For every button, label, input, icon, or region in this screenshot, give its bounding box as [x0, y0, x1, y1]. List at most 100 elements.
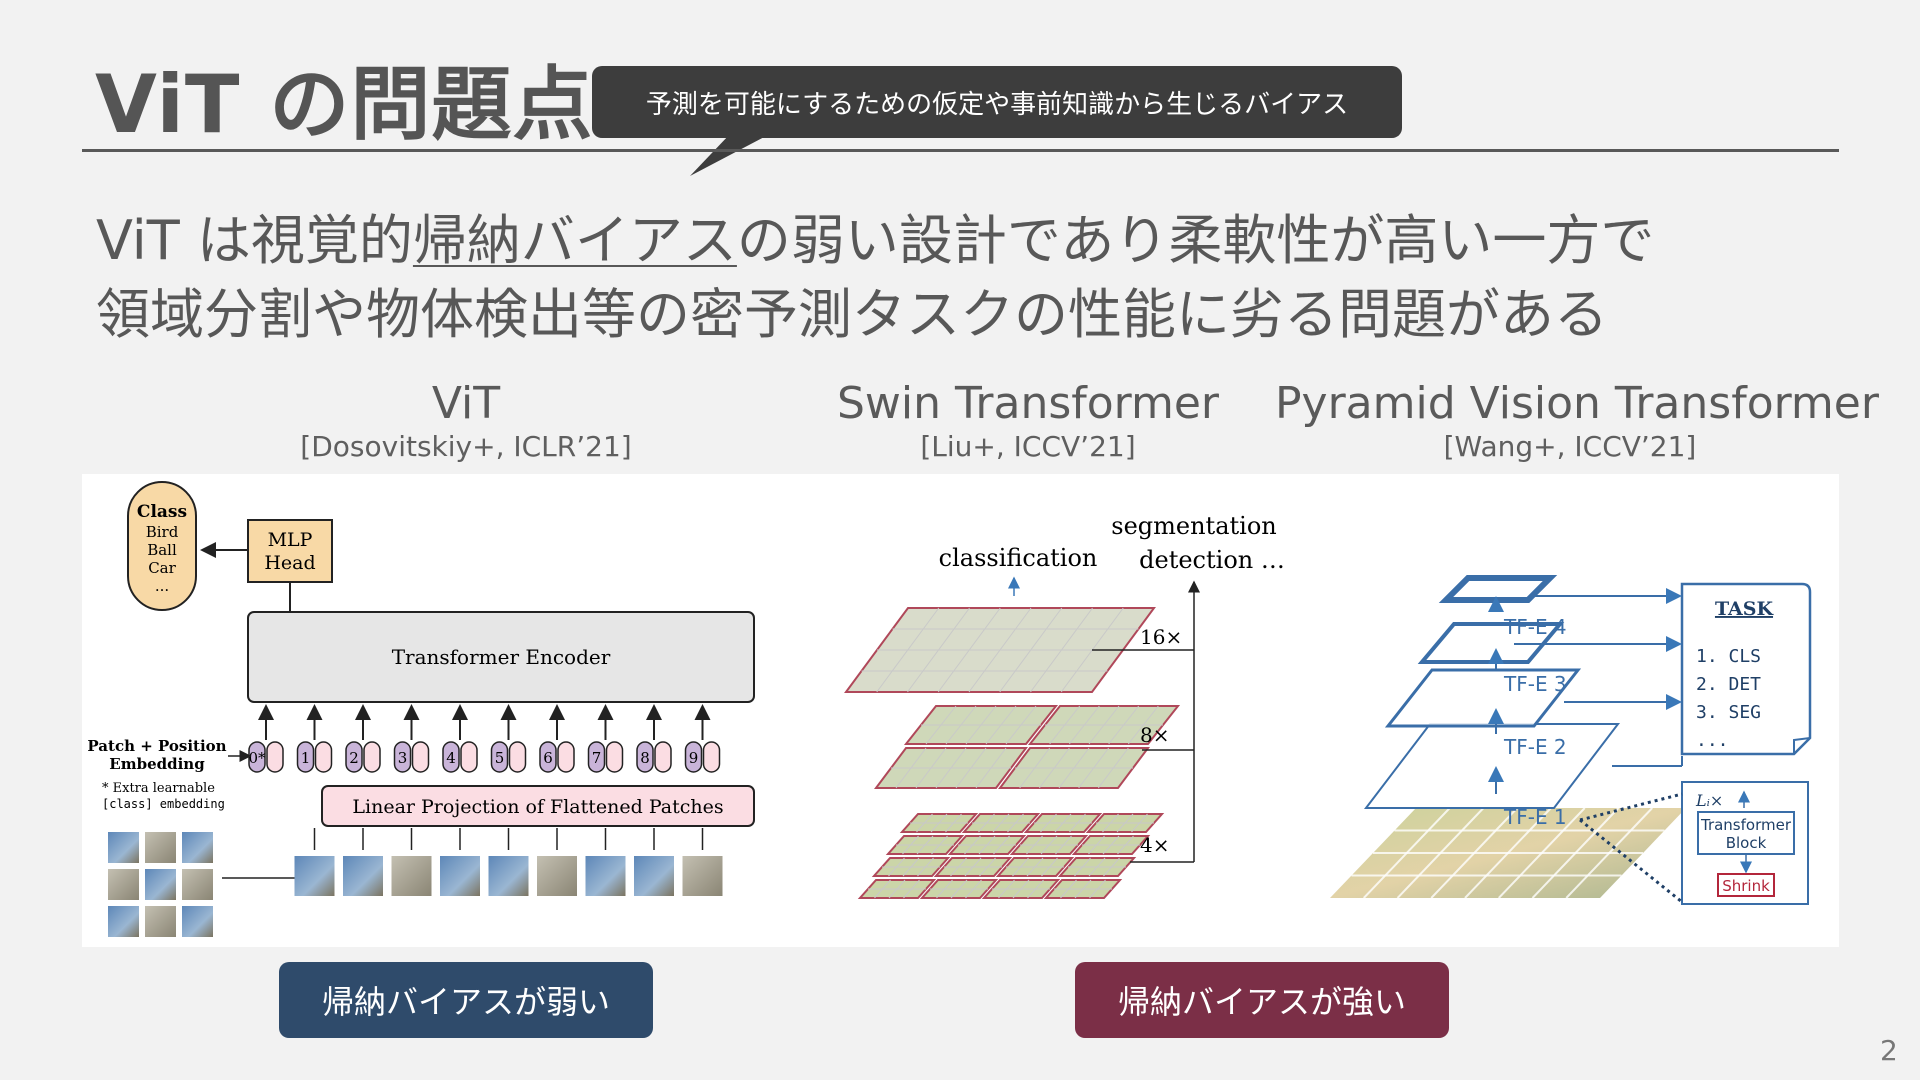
strong-bias-tag: 帰納バイアスが強い — [1075, 962, 1449, 1038]
image-grid-cell — [145, 869, 176, 900]
architecture-figures: Class Bird Ball Car ... MLP Head Transfo… — [87, 481, 1812, 937]
feature-map — [874, 747, 1028, 789]
block-repeat-label: Lᵢ× — [1695, 791, 1723, 810]
token-index: 4 — [446, 749, 456, 767]
model-name-swin: Swin Transformer — [836, 378, 1220, 429]
model-name-vit: ViT — [431, 378, 501, 429]
transformer-encoder — [247, 611, 755, 703]
feature-map — [1043, 879, 1123, 899]
swin-figure: classification segmentation detection … … — [844, 512, 1285, 899]
image-grid-cell — [182, 906, 213, 937]
feature-map — [857, 879, 937, 899]
token: 8 — [636, 741, 672, 773]
scale-label: 4× — [1140, 833, 1169, 857]
image-patch — [537, 856, 577, 896]
extra-embedding-note: * Extra learnable — [102, 781, 215, 796]
segmentation-label: segmentation — [1111, 512, 1276, 540]
token: 0* — [248, 741, 284, 773]
stage-plane — [1363, 723, 1621, 809]
callout-tail — [690, 134, 770, 176]
image-grid-cell — [108, 869, 139, 900]
transformer-block-label: Block — [1726, 834, 1767, 852]
callout-bubble: 予測を可能にするための仮定や事前知識から生じるバイアス — [592, 66, 1402, 138]
shrink-box — [1717, 873, 1775, 897]
linear-projection-label: Linear Projection of Flattened Patches — [352, 796, 723, 818]
scale-label: 16× — [1140, 625, 1182, 649]
patch-embedding-label: Patch + Position — [87, 737, 226, 755]
transformer-encoder-label: Transformer Encoder — [392, 645, 611, 669]
class-label: Bird — [146, 523, 179, 541]
feature-map — [919, 879, 999, 899]
class-label: ... — [155, 577, 169, 595]
inductive-bias-term: 帰納バイアス — [412, 209, 737, 272]
feature-map — [903, 705, 1059, 745]
image-grid-cell — [108, 906, 139, 937]
linear-projection — [321, 785, 755, 827]
feature-map — [844, 607, 1156, 693]
pvt-figure: TF-E 4 TF-E 3 TF-E 2 TF-E 1 TASK 1. CLS … — [1330, 575, 1812, 905]
stage-plane — [1384, 668, 1582, 728]
feature-map — [961, 813, 1041, 833]
token-index: 9 — [689, 749, 699, 767]
mlp-head-label: Head — [264, 552, 315, 574]
image-patch — [488, 856, 529, 896]
lead-line-1: ViT は視覚的帰納バイアスの弱い設計であり柔軟性が高い一方で — [96, 196, 1654, 275]
task-item: 3. SEG — [1696, 702, 1761, 723]
lead-line-1-pre: ViT は視覚的 — [96, 209, 413, 272]
image-grid-cell — [145, 832, 176, 863]
task-document — [1680, 582, 1812, 756]
stage-label: TF-E 2 — [1503, 735, 1567, 759]
token-index: 8 — [640, 749, 650, 767]
model-ref-vit: [Dosovitskiy+, ICLR’21] — [300, 430, 632, 463]
token-index: 2 — [349, 749, 359, 767]
stage-plane — [1417, 622, 1565, 664]
model-name-pvt: Pyramid Vision Transformer — [1275, 378, 1879, 429]
stage-label: TF-E 1 — [1503, 805, 1567, 829]
image-patch — [391, 856, 432, 896]
feature-map — [1023, 813, 1103, 833]
shrink-label: Shrink — [1722, 877, 1770, 895]
token-index: 0* — [248, 749, 266, 767]
token-index: 3 — [398, 749, 408, 767]
task-item: 1. CLS — [1696, 646, 1761, 667]
feature-map — [947, 835, 1027, 855]
pvt-input-image — [1330, 807, 1686, 899]
task-title: TASK — [1715, 598, 1775, 620]
token-index: 5 — [495, 749, 505, 767]
token: 3 — [393, 741, 430, 773]
class-label: Car — [148, 559, 176, 577]
detection-label: detection … — [1139, 546, 1285, 574]
scale-label: 8× — [1140, 723, 1169, 747]
model-ref-pvt: [Wang+, ICCV’21] — [1443, 430, 1697, 463]
token: 7 — [587, 741, 624, 773]
token: 4 — [442, 741, 478, 773]
class-title: Class — [137, 502, 187, 522]
token-index: 1 — [301, 749, 311, 767]
vit-figure: Class Bird Ball Car ... MLP Head Transfo… — [87, 481, 755, 937]
extra-embedding-note: [class] embedding — [102, 797, 225, 811]
feature-map — [871, 857, 951, 877]
classification-label: classification — [939, 544, 1098, 572]
transformer-block-label: Transformer — [1700, 816, 1792, 834]
image-patch — [682, 856, 723, 896]
feature-map — [998, 747, 1150, 789]
class-capsule — [127, 481, 197, 611]
callout-text: 予測を可能にするための仮定や事前知識から生じるバイアス — [645, 89, 1349, 120]
task-item: 2. DET — [1696, 674, 1761, 695]
model-ref-swin: [Liu+, ICCV’21] — [920, 430, 1136, 463]
feature-map — [981, 879, 1061, 899]
image-grid-cell — [182, 832, 213, 863]
stage-label: TF-E 4 — [1503, 615, 1567, 639]
page-number: 2 — [1880, 1034, 1898, 1067]
feature-map — [1057, 857, 1137, 877]
swin-feature-maps — [844, 607, 1194, 899]
image-grid-cell — [182, 869, 213, 900]
pvt-stage-planes — [1363, 575, 1621, 809]
feature-map — [995, 857, 1075, 877]
token-index: 7 — [592, 749, 602, 767]
task-item: ... — [1696, 730, 1729, 751]
class-label: Ball — [147, 541, 177, 559]
mlp-head — [247, 519, 333, 583]
feature-map — [933, 857, 1013, 877]
